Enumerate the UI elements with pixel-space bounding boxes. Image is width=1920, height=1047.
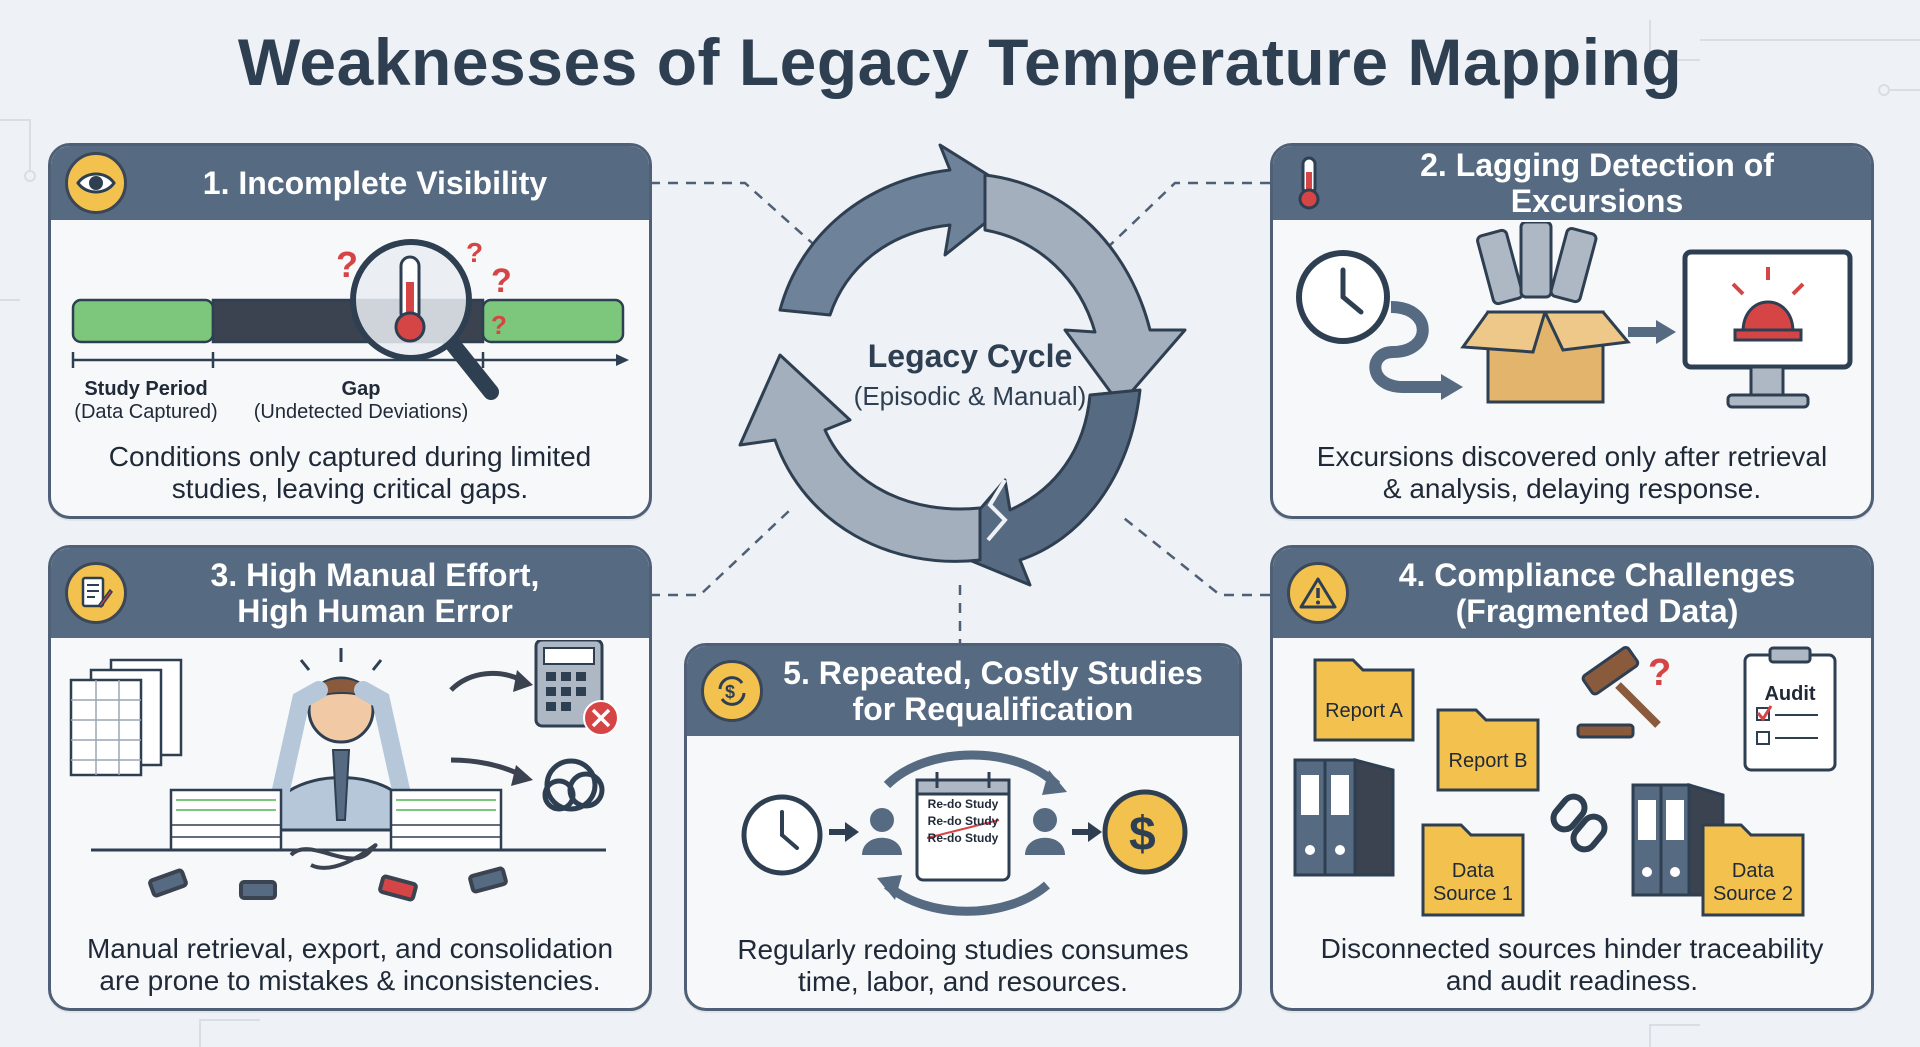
person-icon-left [862, 808, 902, 855]
audit-label: Audit [1764, 683, 1816, 705]
svg-text:?: ? [1648, 652, 1671, 694]
redo-study-list: Re-do Study Re-do Study Re-do Study [917, 796, 1009, 847]
redo-study-1: Re-do Study [927, 797, 999, 811]
folder-data-source-1-icon [1421, 823, 1525, 917]
study-period-bar [71, 298, 215, 344]
svg-text:?: ? [491, 262, 512, 300]
gap-label: Gap(Undetected Deviations) [253, 378, 469, 423]
clock-icon [1296, 250, 1390, 344]
folder-report-a-label: Report A [1325, 700, 1403, 722]
page-title: Weaknesses of Legacy Temperature Mapping [237, 25, 1683, 99]
panel-caption: Disconnected sources hinder traceability… [1320, 933, 1824, 996]
svg-text:$: $ [1129, 808, 1156, 861]
panel-heading: 4. Compliance Challenges(Fragmented Data… [1398, 557, 1796, 629]
question-marks: ? ? ? ? [336, 237, 512, 340]
panel-heading: 2. Lagging Detection of Excursions [1420, 147, 1774, 219]
panel-header: 3. High Manual Effort,High Human Error [51, 548, 649, 638]
binders-left-icon [1293, 758, 1395, 877]
panel-caption: Excursions discovered only after retriev… [1316, 441, 1828, 504]
cycle-arrow-top-right [983, 173, 1187, 407]
timeline-illustration: ? ? ? ? [71, 237, 629, 400]
redo-study-2: Re-do Study [927, 814, 999, 828]
svg-text:$: $ [725, 682, 735, 702]
eye-icon [65, 152, 127, 214]
tangled-knot-icon [542, 758, 605, 812]
magnifier-thermometer-icon [350, 239, 499, 400]
cycle-subtitle: (Episodic & Manual) [853, 381, 1087, 411]
person-icon-right [1025, 808, 1065, 855]
warning-icon [1287, 562, 1349, 624]
folder-report-b-icon [1436, 708, 1540, 792]
dollar-coin-icon: $ [1102, 789, 1188, 875]
folder-report-b-label: Report B [1448, 750, 1528, 772]
spreadsheet-stack-icon [69, 658, 183, 777]
panel-heading: 1. Incomplete Visibility [202, 165, 548, 201]
panel-incomplete-visibility: 1. Incomplete Visibility ? ? ? ? Study P… [48, 143, 652, 519]
redo-study-3: Re-do Study [927, 831, 999, 845]
broken-link-icon [1550, 793, 1608, 853]
panel-header: 1. Incomplete Visibility [51, 146, 649, 220]
panel-compliance: 4. Compliance Challenges(Fragmented Data… [1270, 545, 1874, 1011]
calendar-icon [915, 772, 1011, 882]
stressed-person-icon [264, 648, 418, 832]
panel-heading: 3. High Manual Effort,High Human Error [210, 557, 540, 629]
detection-illustration [1296, 222, 1853, 409]
tangled-cables-icon [148, 843, 508, 902]
requalification-illustration: $ [741, 750, 1188, 916]
monitor-alarm-icon [1682, 249, 1853, 409]
calculator-error-icon [534, 640, 619, 736]
panel-caption: Manual retrieval, export, and consolidat… [86, 933, 614, 996]
svg-text:?: ? [466, 237, 483, 268]
study-period-label: Study Period(Data Captured) [74, 378, 218, 423]
panel-header: 2. Lagging Detection of Excursions [1273, 146, 1871, 220]
gavel-icon: ? [1576, 646, 1671, 739]
clock-icon [741, 794, 823, 876]
cycle-center-label: Legacy Cycle (Episodic & Manual) [820, 338, 1120, 412]
overwhelmed-worker-illustration [69, 640, 619, 902]
svg-text:?: ? [491, 310, 507, 340]
dollar-cycle-icon: $ [701, 660, 763, 722]
panel-manual-effort: 3. High Manual Effort,High Human Error [48, 545, 652, 1011]
cycle-title: Legacy Cycle [867, 338, 1073, 374]
svg-text:?: ? [336, 244, 358, 285]
thermometer-icon [1295, 156, 1323, 217]
folder-data-source-2-icon [1701, 823, 1805, 917]
clipboard-pencil-icon [65, 562, 127, 624]
audit-clipboard-icon [1743, 646, 1837, 772]
fragmented-data-illustration: ? [1293, 646, 1837, 917]
folder-report-a-icon [1313, 658, 1415, 742]
cycle-arrow-top-left [778, 143, 1022, 317]
panel-lagging-detection: 2. Lagging Detection of Excursions [1270, 143, 1874, 519]
cycle-arrow-bottom-left [738, 353, 982, 563]
legacy-cycle-diagram [738, 143, 1187, 587]
study-period-bar-2 [481, 298, 625, 344]
panel-header: 4. Compliance Challenges(Fragmented Data… [1273, 548, 1871, 638]
paper-piles-icon [169, 788, 503, 852]
box-of-loggers-icon [1460, 222, 1631, 404]
